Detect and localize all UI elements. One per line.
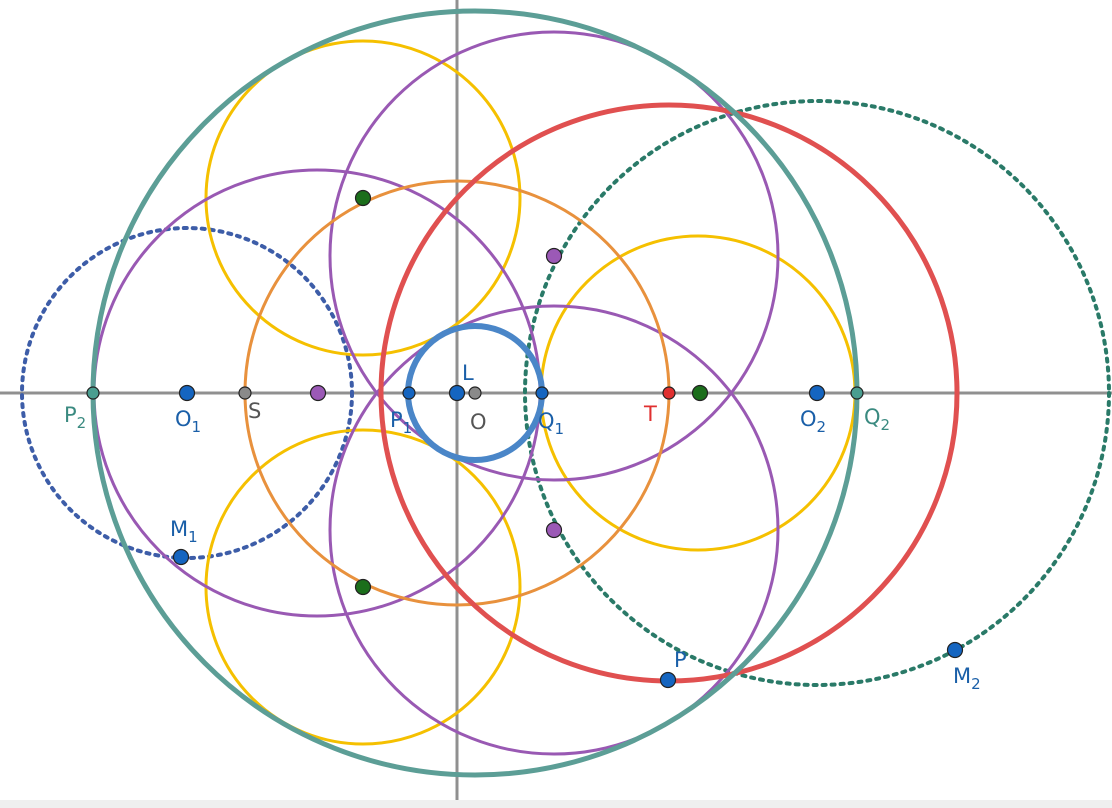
point-green-bottom[interactable] bbox=[354, 578, 372, 596]
point-Q1[interactable] bbox=[535, 386, 549, 400]
label-O2: O2 bbox=[800, 407, 826, 436]
point-purple-bottom[interactable] bbox=[545, 521, 563, 539]
label-M2: M2 bbox=[953, 664, 981, 693]
label-T: T bbox=[643, 402, 657, 426]
label-P: P bbox=[674, 648, 687, 672]
point-purple-left[interactable] bbox=[309, 384, 327, 402]
point-O2[interactable] bbox=[808, 384, 826, 402]
point-green-right[interactable] bbox=[691, 384, 709, 402]
label-M1: M1 bbox=[170, 517, 198, 546]
point-O[interactable] bbox=[468, 386, 482, 400]
label-L: L bbox=[462, 361, 474, 385]
dotted-circle-right bbox=[523, 99, 1111, 687]
label-O1: O1 bbox=[175, 407, 201, 436]
point-P1[interactable] bbox=[402, 386, 416, 400]
label-O: O bbox=[470, 410, 487, 434]
point-L[interactable] bbox=[448, 384, 466, 402]
point-P2[interactable] bbox=[86, 386, 100, 400]
purple-circle-top bbox=[328, 30, 780, 482]
point-purple-top[interactable] bbox=[545, 247, 563, 265]
bottom-strip bbox=[0, 800, 1112, 808]
label-S: S bbox=[248, 399, 261, 423]
point-M1[interactable] bbox=[172, 548, 190, 566]
point-S[interactable] bbox=[238, 386, 252, 400]
label-Q1: Q1 bbox=[538, 409, 564, 438]
point-green-top[interactable] bbox=[354, 189, 372, 207]
point-P[interactable] bbox=[659, 671, 677, 689]
point-T[interactable] bbox=[662, 386, 676, 400]
label-P2: P2 bbox=[64, 403, 86, 432]
label-Q2: Q2 bbox=[864, 405, 890, 434]
purple-circle-bottom bbox=[328, 304, 780, 756]
point-Q2[interactable] bbox=[850, 386, 864, 400]
point-M2[interactable] bbox=[946, 641, 964, 659]
label-P1: P1 bbox=[390, 408, 412, 437]
point-O1[interactable] bbox=[178, 384, 196, 402]
